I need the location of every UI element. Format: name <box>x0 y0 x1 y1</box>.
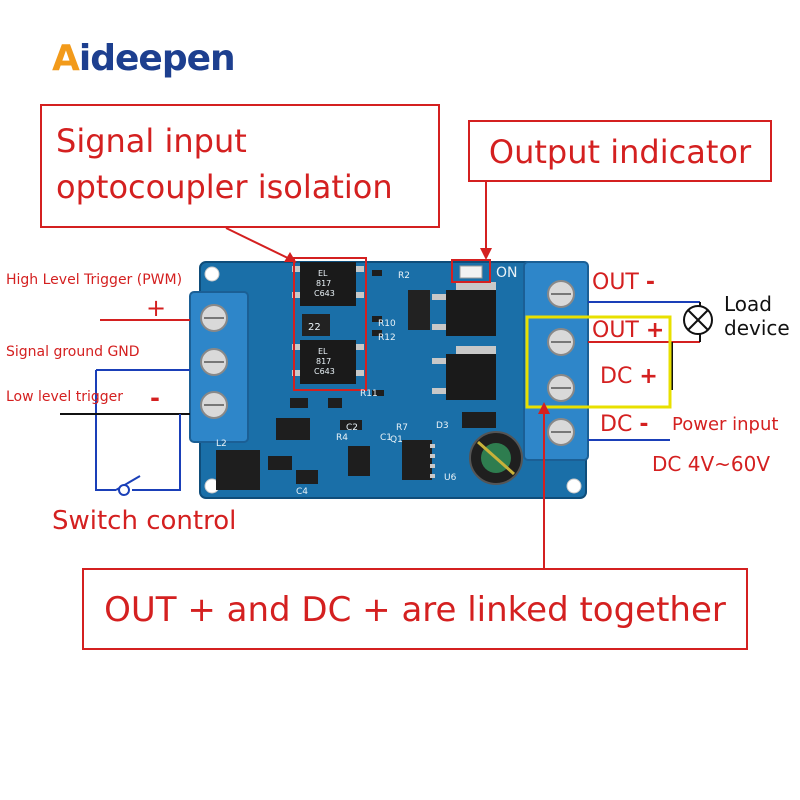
callout-signal-input: Signal input optocoupler isolation <box>40 104 440 228</box>
label-dc-plus-sign: + <box>639 364 658 389</box>
logo-a: A <box>52 38 80 79</box>
c1-silkscreen: C1 <box>380 433 392 443</box>
optocoupler-2 <box>300 340 356 384</box>
callout-linked-text: OUT + and DC + are linked together <box>104 590 726 630</box>
mount-hole-br <box>566 478 582 494</box>
opto1-line3: C643 <box>314 289 335 298</box>
label-power-input: Power input <box>672 414 779 435</box>
r7-silkscreen: R7 <box>396 423 408 433</box>
optocoupler-1 <box>300 262 356 306</box>
mosfet-2 <box>446 354 496 400</box>
input-screws <box>200 304 228 419</box>
callout-indicator-text: Output indicator <box>488 133 752 171</box>
c4-silkscreen: C4 <box>296 487 308 497</box>
label-high-plus: + <box>146 294 167 322</box>
output-screws <box>547 280 575 446</box>
label-out-minus: OUT - <box>592 270 655 295</box>
arrow-linked-head <box>538 402 550 414</box>
label-low-level: Low level trigger <box>6 389 124 405</box>
label-dc-plus-text: DC <box>600 364 633 389</box>
led-highlight-box <box>451 259 491 283</box>
linked-highlight-box <box>525 315 672 409</box>
arrow-indicator-head <box>480 248 492 260</box>
mosfet-1 <box>446 290 496 336</box>
label-dc-minus-text: DC <box>600 412 633 437</box>
mosfet-1-tab <box>456 282 496 292</box>
label-switch-control: Switch control <box>52 506 237 536</box>
opto1-line1: EL <box>318 269 328 278</box>
ic-22-label: 22 <box>308 322 321 333</box>
label-load-line2: device <box>724 316 790 340</box>
d3-silkscreen: D3 <box>436 421 449 431</box>
callout-output-indicator: Output indicator <box>468 120 772 182</box>
c2-silkscreen: C2 <box>346 423 358 433</box>
opto1-line2: 817 <box>316 279 331 288</box>
label-dc-range: DC 4V~60V <box>652 452 771 476</box>
label-out-minus-text: OUT <box>592 270 639 295</box>
label-load-line1: Load <box>724 292 772 316</box>
callout-signal-line1: Signal input <box>56 122 247 160</box>
ic-22 <box>302 314 330 336</box>
switch-contact <box>118 484 130 496</box>
logo-rest: ideepen <box>78 38 236 79</box>
on-silkscreen: ON <box>496 265 518 281</box>
opto2-line3: C643 <box>314 367 335 376</box>
brand-logo: Aideepen <box>52 38 236 79</box>
r11-silkscreen: R11 <box>360 389 378 399</box>
callout-linked: OUT + and DC + are linked together <box>82 568 748 650</box>
opto2-line2: 817 <box>316 357 331 366</box>
label-out-minus-sign: - <box>645 270 655 295</box>
callout-signal-line2: optocoupler isolation <box>56 168 393 206</box>
wire-ground-loop <box>95 370 116 491</box>
r2-silkscreen: R2 <box>398 271 410 281</box>
ic-left-of-mosfet <box>408 290 430 330</box>
q1-silkscreen: Q1 <box>390 435 403 445</box>
label-high-level: High Level Trigger (PWM) <box>6 272 183 288</box>
wire-switch-right <box>132 414 181 491</box>
opto2-line1: EL <box>318 347 328 356</box>
load-lamp-icon <box>683 305 713 335</box>
label-dc-minus-sign: - <box>639 412 649 437</box>
arrow-signal-line <box>225 227 297 263</box>
r4-silkscreen: R4 <box>336 433 348 443</box>
mosfet-2-tab <box>456 346 496 356</box>
arrow-signal-head <box>284 252 296 262</box>
mount-hole-tl <box>204 266 220 282</box>
label-dc-plus: DC + <box>600 364 658 389</box>
label-signal-ground: Signal ground GND <box>6 344 140 360</box>
output-led <box>459 265 483 279</box>
label-out-plus: OUT + <box>592 318 664 343</box>
label-dc-minus: DC - <box>600 412 648 437</box>
opto-highlight-box <box>293 257 367 391</box>
u6-silkscreen: U6 <box>444 473 457 483</box>
l2-silkscreen: L2 <box>216 439 227 449</box>
r12-silkscreen: R12 <box>378 333 396 343</box>
label-low-minus: - <box>150 384 160 412</box>
label-out-plus-sign: + <box>645 318 665 343</box>
label-out-plus-text: OUT <box>592 318 639 343</box>
r10-silkscreen: R10 <box>378 319 396 329</box>
